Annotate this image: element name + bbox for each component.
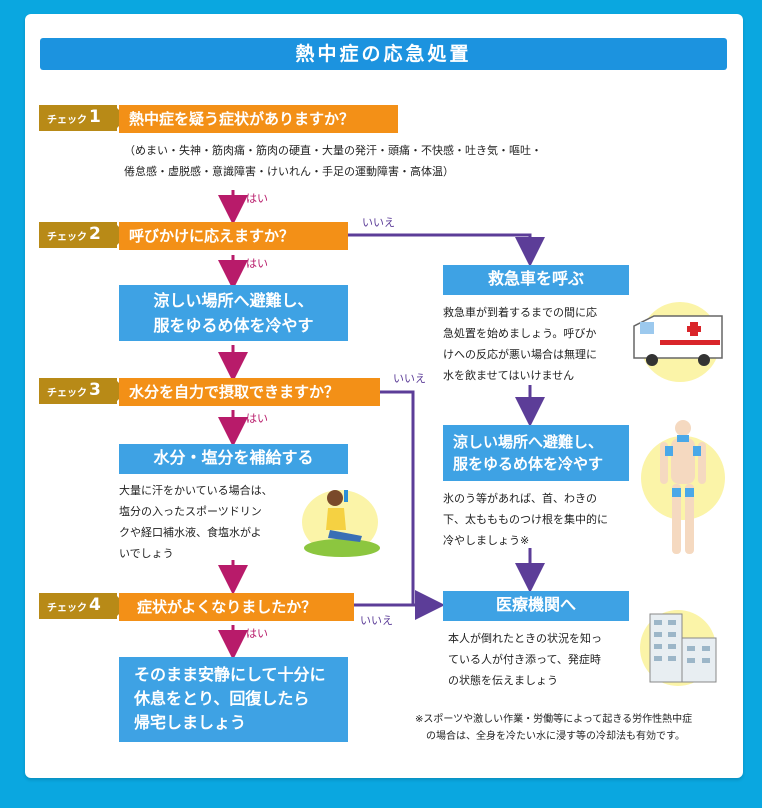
cool-down-box-2: 涼しい場所へ避難し、 服をゆるめ体を冷やす bbox=[443, 425, 629, 481]
ambulance-illustration bbox=[633, 302, 723, 382]
drinking-person-illustration bbox=[302, 490, 380, 557]
call-ambulance-box: 救急車を呼ぶ bbox=[443, 265, 629, 295]
cooling-note: 氷のう等があれば、首、わきの 下、太ももものつけ根を集中的に 冷やしましょう※ bbox=[443, 492, 608, 547]
hospital-note: 本人が倒れたときの状況を知っ ている人が付き添って、発症時 の状態を伝えましょう bbox=[448, 632, 602, 687]
hospital-illustration bbox=[640, 610, 717, 686]
footnote: ※スポーツや激しい作業・労働等によって起きる労作性熱中症 の場合は、全身を冷たい… bbox=[415, 714, 693, 742]
check-1-question: 熱中症を疑う症状がありますか？ bbox=[119, 105, 398, 133]
check-4-tag: チェック 4 bbox=[39, 593, 127, 619]
page-title: 熱中症の応急処置 bbox=[40, 38, 727, 70]
check-3-tag: チェック 3 bbox=[39, 378, 127, 404]
check-2-question: 呼びかけに応えますか？ bbox=[119, 222, 348, 250]
cool-down-box: 涼しい場所へ避難し、 服をゆるめ体を冷やす bbox=[119, 285, 348, 341]
hydrate-note: 大量に汗をかいている場合は、 塩分の入ったスポーツドリン クや経口補水液、食塩水… bbox=[119, 484, 273, 560]
check-1-tag: チェック 1 bbox=[39, 105, 127, 131]
yes-label-3: はい bbox=[246, 412, 268, 425]
yes-label-2: はい bbox=[246, 257, 268, 270]
body-cooling-illustration bbox=[641, 420, 725, 554]
no-label-3: いいえ bbox=[393, 372, 426, 385]
yes-label-4: はい bbox=[246, 627, 268, 640]
symptoms-list: （めまい・失神・筋肉痛・筋肉の硬直・大量の発汗・頭痛・不快感・吐き気・嘔吐・ 倦… bbox=[124, 144, 542, 178]
rest-box: そのまま安静にして十分に 休息をとり、回復したら 帰宅しましょう bbox=[119, 657, 348, 742]
yes-label-1: はい bbox=[246, 192, 268, 205]
no-arrows bbox=[348, 233, 545, 620]
check-4-question: 症状がよくなりましたか？ bbox=[119, 593, 354, 621]
check-3-question: 水分を自力で摂取できますか？ bbox=[119, 378, 380, 406]
no-label-4: いいえ bbox=[360, 614, 393, 627]
check-2-tag: チェック 2 bbox=[39, 222, 127, 248]
hospital-box: 医療機関へ bbox=[443, 591, 629, 621]
hydrate-box: 水分・塩分を補給する bbox=[119, 444, 348, 474]
no-label-2: いいえ bbox=[362, 216, 395, 229]
ambulance-note: 救急車が到着するまでの間に応 急処置を始めましょう。呼びか けへの反応が悪い場合… bbox=[443, 306, 597, 382]
